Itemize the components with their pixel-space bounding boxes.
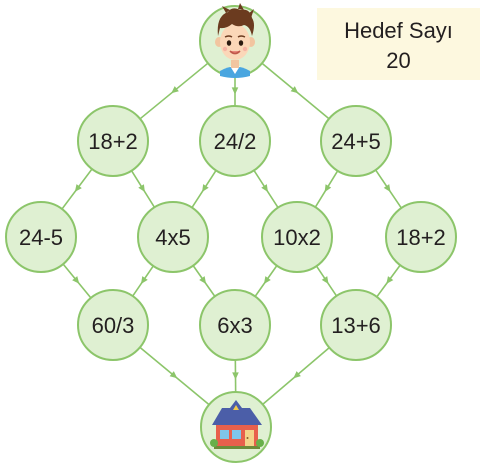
node-circle (137, 201, 209, 273)
node-circle (199, 105, 271, 177)
target-box: Hedef Sayı 20 (317, 8, 480, 80)
edges-layer (61, 62, 403, 406)
node-label: 6x3 (217, 313, 252, 338)
expression-node-r1-c2[interactable]: 10x2 (261, 201, 333, 273)
node-circle (77, 105, 149, 177)
expression-node-r0-c0[interactable]: 18+2 (77, 105, 149, 177)
arrowhead (231, 87, 239, 95)
end-node (200, 391, 272, 463)
arrowhead (138, 184, 145, 193)
arrowhead (324, 184, 332, 193)
start-node (199, 3, 271, 78)
node-circle (320, 289, 392, 361)
arrowhead (74, 184, 82, 192)
arrowhead (263, 276, 271, 284)
node-label: 13+6 (331, 313, 381, 338)
node-label: 24-5 (19, 225, 63, 250)
node-label: 18+2 (396, 225, 446, 250)
expression-node-r1-c3[interactable]: 18+2 (385, 201, 457, 273)
arrowhead (321, 276, 329, 284)
arrowhead (199, 276, 207, 284)
boy-face-icon (215, 3, 255, 78)
arrowhead (261, 184, 268, 193)
arrowhead (386, 276, 394, 284)
node-circle (261, 201, 333, 273)
arrowhead (202, 184, 209, 193)
node-circle (385, 201, 457, 273)
expression-node-r0-c1[interactable]: 24/2 (199, 105, 271, 177)
house-icon (210, 400, 264, 449)
node-label: 18+2 (88, 129, 138, 154)
arrowhead (171, 86, 179, 94)
arrowhead (383, 184, 391, 192)
arrowhead (293, 371, 301, 379)
node-label: 60/3 (92, 313, 135, 338)
expression-node-r2-c0[interactable]: 60/3 (77, 289, 149, 361)
node-circle (199, 289, 271, 361)
node-circle (5, 201, 77, 273)
expression-node-r1-c1[interactable]: 4x5 (137, 201, 209, 273)
node-label: 24/2 (214, 129, 257, 154)
node-circle (320, 105, 392, 177)
nodes-layer: 18+2 24/2 24+5 24-5 4x5 10x2 18+2 60/3 6x3 13+6 (5, 105, 457, 361)
arrowhead (169, 371, 178, 379)
node-label: 4x5 (155, 225, 190, 250)
node-label: 24+5 (331, 129, 381, 154)
expression-node-r0-c2[interactable]: 24+5 (320, 105, 392, 177)
node-label: 10x2 (273, 225, 321, 250)
target-value: 20 (386, 48, 411, 73)
arrowhead (232, 372, 239, 380)
target-label: Hedef Sayı (344, 18, 453, 43)
arrowhead (290, 86, 299, 94)
expression-node-r1-c0[interactable]: 24-5 (5, 201, 77, 273)
node-circle (77, 289, 149, 361)
arrowhead (140, 276, 148, 284)
expression-node-r2-c2[interactable]: 13+6 (320, 289, 392, 361)
expression-node-r2-c1[interactable]: 6x3 (199, 289, 271, 361)
arrowhead (72, 276, 80, 284)
